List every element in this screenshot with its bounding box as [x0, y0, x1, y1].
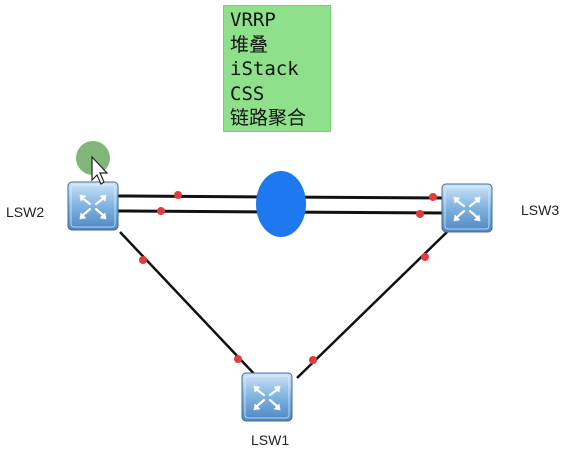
port-dots [139, 191, 437, 364]
port-dot [416, 210, 424, 218]
note-line-stack: 堆叠 [230, 33, 269, 56]
switch-icon [66, 180, 120, 232]
switch-lsw2[interactable] [66, 180, 120, 232]
switch-icon [240, 371, 294, 423]
switch-icon [440, 182, 494, 234]
switch-lsw1[interactable] [240, 371, 294, 423]
port-dot [139, 256, 147, 264]
device-label-lsw1: LSW1 [251, 432, 290, 448]
mouse-pointer-icon [91, 155, 109, 185]
note-line-css: CSS [230, 82, 265, 105]
port-dot [429, 193, 437, 201]
device-label-lsw2: LSW2 [6, 204, 45, 220]
port-dot [421, 253, 429, 261]
port-dot [309, 356, 317, 364]
protocol-note: VRRP 堆叠 iStack CSS 链路聚合 [223, 5, 331, 132]
note-line-istack: iStack [230, 58, 299, 80]
note-line-link-aggregation: 链路聚合 [230, 107, 307, 129]
port-dot [157, 207, 165, 215]
port-dot [234, 355, 242, 363]
note-line-vrrp: VRRP [230, 9, 276, 31]
switch-lsw3[interactable] [440, 182, 494, 234]
device-label-lsw3: LSW3 [521, 202, 560, 218]
link-aggregation-ellipse [256, 171, 306, 237]
port-dot [174, 191, 182, 199]
